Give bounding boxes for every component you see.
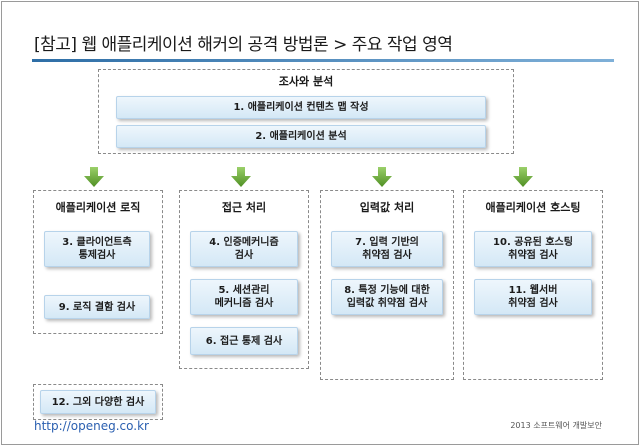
step-10-box: 10. 공유된 호스팅 취약점 검사 <box>474 231 592 267</box>
arrow-down-icon <box>372 167 392 187</box>
group-misc <box>33 384 163 420</box>
arrow-down-icon <box>231 167 251 187</box>
group-input-title: 입력값 처리 <box>359 201 415 214</box>
step-11-box: 11. 웹서버 취약점 검사 <box>474 279 592 315</box>
group-access-title: 접근 처리 <box>221 201 267 214</box>
step-2-box: 2. 애플리케이션 분석 <box>116 125 486 148</box>
footer-link[interactable]: http://openeg.co.kr <box>34 419 149 433</box>
title-underline <box>32 59 614 62</box>
group-hosting <box>463 190 603 380</box>
group-app-logic <box>33 190 163 334</box>
slide-title: [참고] 웹 애플리케이션 해커의 공격 방법론 > 주요 작업 영역 <box>34 35 453 55</box>
footer-credit: 2013 소프트웨어 개발보안 <box>510 421 602 430</box>
arrow-down-icon <box>513 167 533 187</box>
step-3-box: 3. 클라이언트측 통제검사 <box>44 231 150 267</box>
step-5-box: 5. 세션관리 메커니즘 검사 <box>190 279 298 315</box>
step-4-box: 4. 인증메커니즘 검사 <box>190 231 298 267</box>
group-research-title: 조사와 분석 <box>278 75 334 88</box>
group-access <box>179 190 309 369</box>
group-hosting-title: 애플리케이션 호스팅 <box>485 201 581 214</box>
step-12-box: 12. 그외 다양한 검사 <box>40 390 156 414</box>
group-research <box>98 69 514 154</box>
step-6-box: 6. 접근 통제 검사 <box>190 327 298 355</box>
step-7-box: 7. 입력 기반의 취약점 검사 <box>331 231 443 267</box>
group-input <box>320 190 454 380</box>
step-1-box: 1. 애플리케이션 컨텐츠 맵 작성 <box>116 96 486 119</box>
step-8-box: 8. 특정 기능에 대한 입력값 취약점 검사 <box>331 279 443 315</box>
group-app-logic-title: 애플리케이션 로직 <box>55 201 141 214</box>
arrow-down-icon <box>84 167 104 187</box>
step-9-box: 9. 로직 결함 검사 <box>44 295 150 319</box>
